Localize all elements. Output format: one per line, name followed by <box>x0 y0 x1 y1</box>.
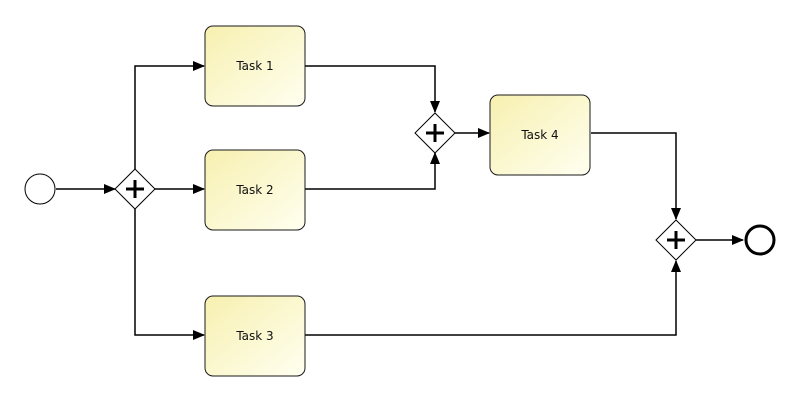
parallel-gateway-join[interactable] <box>414 112 456 154</box>
task-label: Task 2 <box>235 183 273 197</box>
plus-icon <box>126 180 144 198</box>
start-event[interactable] <box>24 173 56 205</box>
flow-task1-to-join[interactable] <box>305 65 440 113</box>
task-1[interactable]: Task 1 <box>204 25 306 107</box>
flow-task4-to-final-join[interactable] <box>591 132 681 220</box>
task-2[interactable]: Task 2 <box>204 149 306 231</box>
parallel-gateway-final-join[interactable] <box>655 219 697 261</box>
parallel-gateway-split[interactable] <box>114 168 156 210</box>
task-label: Task 1 <box>235 59 273 73</box>
flow-task2-to-join[interactable] <box>305 152 440 190</box>
plus-icon <box>667 231 685 249</box>
flow-split-to-task1[interactable] <box>134 61 205 169</box>
flow-split-to-task3[interactable] <box>134 209 205 340</box>
sequence-flows <box>56 61 744 340</box>
task-label: Task 4 <box>520 128 558 142</box>
task-4[interactable]: Task 4 <box>489 94 591 176</box>
flow-task3-to-final-join[interactable] <box>305 260 681 336</box>
end-event[interactable] <box>744 224 776 256</box>
task-3[interactable]: Task 3 <box>204 295 306 377</box>
task-label: Task 3 <box>235 329 273 343</box>
plus-icon <box>426 124 444 142</box>
